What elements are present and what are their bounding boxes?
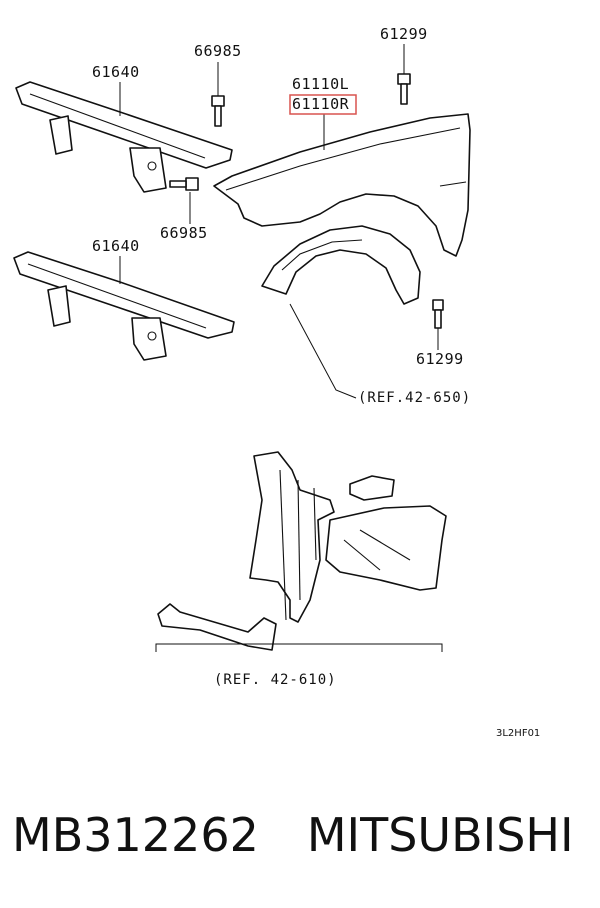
label-ref-apron: (REF. 42-610) [214,672,337,688]
label-diagram-code: 3L2HF01 [496,728,540,739]
fender-liner [261,225,421,305]
parts-diagram: 61640 61640 66985 66985 61299 61299 6111… [13,25,540,739]
label-bracket-lower: 61640 [92,237,140,255]
bolt-66985-mid [169,177,199,191]
bolt-66985-top [211,95,225,127]
label-bolt-top-right: 61299 [380,25,428,43]
label-ref-liner: (REF.42-650) [358,390,471,406]
fender-apron-assembly [157,451,447,651]
front-fender [213,113,471,257]
brand-name: MITSUBISHI [306,808,574,862]
label-bolt-mid-left: 66985 [160,224,208,242]
ref-bracket-apron [155,643,443,652]
label-bolt-right: 61299 [416,350,464,368]
highlight-box [289,94,357,115]
fender-bracket-lower [13,251,235,361]
label-fender-right: 61110R [292,95,350,113]
part-footer: MB312262 MITSUBISHI [12,808,592,868]
bolt-61299-top [397,73,411,105]
label-bolt-top-left: 66985 [194,42,242,60]
fender-bracket-upper [15,81,233,193]
part-number: MB312262 [12,808,259,862]
label-fender-left: 61110L [292,75,349,93]
label-bracket-upper: 61640 [92,63,140,81]
leader-liner [289,303,357,399]
bolt-61299-right [432,299,444,329]
